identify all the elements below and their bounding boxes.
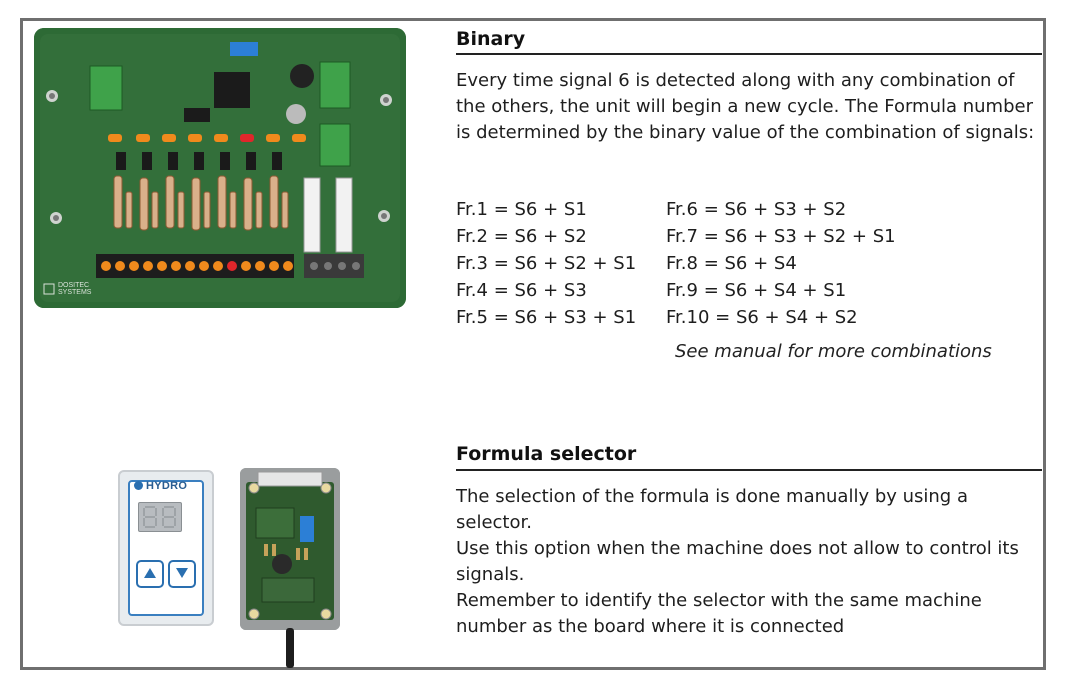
binary-intro: Every time signal 6 is detected along wi… — [456, 68, 1041, 146]
hydro-selector-image: HYDRO — [118, 470, 214, 626]
selector-pcb-image — [240, 468, 340, 630]
formula-item: Fr.1 = S6 + S1 — [456, 199, 587, 220]
formula-item: Fr.7 = S6 + S3 + S2 + S1 — [666, 226, 896, 247]
up-arrow-button — [136, 560, 164, 588]
binary-heading: Binary — [456, 28, 526, 50]
formula-item: Fr.4 = S6 + S3 — [456, 280, 587, 301]
binary-intro-text: Every time signal 6 is detected along wi… — [456, 70, 1035, 143]
selector-faceplate — [128, 480, 204, 616]
formula-item: Fr.2 = S6 + S2 — [456, 226, 587, 247]
triangle-up-icon — [144, 568, 156, 578]
board-logo-subtext: SYSTEMS — [58, 289, 92, 296]
selector-cable — [286, 628, 294, 668]
formula-item: Fr.10 = S6 + S4 + S2 — [666, 307, 858, 328]
hydro-logo-icon — [134, 481, 143, 490]
selector-line: The selection of the formula is done man… — [456, 486, 968, 533]
formula-selector-heading: Formula selector — [456, 443, 637, 465]
formula-selector-text: The selection of the formula is done man… — [456, 484, 1041, 640]
formula-item: Fr.8 = S6 + S4 — [666, 253, 797, 274]
seven-segment-display — [138, 502, 182, 532]
formula-item: Fr.9 = S6 + S4 + S1 — [666, 280, 847, 301]
brand-text: HYDRO — [146, 480, 188, 492]
down-arrow-button — [168, 560, 196, 588]
formula-item: Fr.5 = S6 + S3 + S1 — [456, 307, 637, 328]
board-logo-text: DOSITEC — [58, 282, 90, 289]
manual-note: See manual for more combinations — [675, 341, 992, 362]
controller-board-image: DOSITEC SYSTEMS — [34, 28, 406, 308]
formula-item: Fr.6 = S6 + S3 + S2 — [666, 199, 847, 220]
brand-label: HYDRO — [134, 480, 187, 492]
selector-line: Remember to identify the selector with t… — [456, 590, 982, 637]
selector-line: Use this option when the machine does no… — [456, 538, 1019, 585]
binary-heading-underline — [456, 53, 1042, 55]
formula-column-left: Fr.1 = S6 + S1 Fr.2 = S6 + S2 Fr.3 = S6 … — [456, 196, 636, 331]
formula-column-right: Fr.6 = S6 + S3 + S2 Fr.7 = S6 + S3 + S2 … — [666, 196, 896, 331]
formula-list: Fr.1 = S6 + S1 Fr.2 = S6 + S2 Fr.3 = S6 … — [456, 196, 1042, 336]
formula-selector-underline — [456, 469, 1042, 471]
triangle-down-icon — [176, 568, 188, 578]
formula-item: Fr.3 = S6 + S2 + S1 — [456, 253, 637, 274]
